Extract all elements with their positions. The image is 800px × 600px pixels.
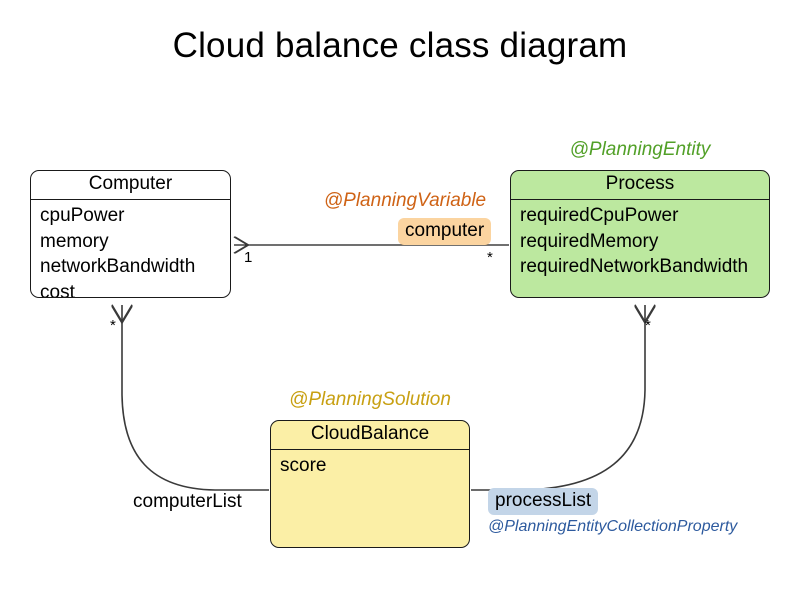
annotation-planning-entity: @PlanningEntity [569, 139, 711, 160]
class-fields-process: requiredCpuPower requiredMemory required… [511, 200, 769, 280]
class-field: score [280, 455, 327, 476]
role-label-processlist: processList [488, 488, 599, 515]
class-field: requiredMemory [520, 230, 659, 252]
class-box-process[interactable]: Process requiredCpuPower requiredMemory … [510, 170, 770, 298]
class-field: memory [40, 230, 109, 252]
class-box-cloudbalance[interactable]: CloudBalance score [270, 420, 470, 548]
page-title: Cloud balance class diagram [172, 26, 628, 65]
edge-cloudbalance-to-computer [122, 305, 269, 491]
role-label-computer: computer [398, 218, 492, 245]
annotation-planning-entity-collection-property: @PlanningEntityCollectionProperty [488, 518, 738, 535]
class-field: requiredNetworkBandwidth [520, 256, 749, 277]
class-box-computer[interactable]: Computer cpuPower memory networkBandwidt… [30, 170, 231, 298]
class-fields-computer: cpuPower memory networkBandwidth cost [31, 200, 230, 298]
edge-cloudbalance-to-process [471, 305, 645, 491]
class-field: requiredCpuPower [520, 205, 679, 226]
annotation-planning-solution: @PlanningSolution [289, 389, 451, 410]
multiplicity-processlist-end: * [645, 317, 651, 334]
class-field: networkBandwidth [40, 256, 196, 277]
class-name-process: Process [511, 171, 769, 200]
role-label-computerlist: computerList [133, 491, 242, 512]
class-field: cost [40, 281, 75, 298]
multiplicity-computerlist-end: * [110, 317, 116, 334]
class-field: cpuPower [40, 205, 125, 226]
multiplicity-computer-end: 1 [244, 249, 253, 266]
class-name-computer: Computer [31, 171, 230, 200]
class-name-cloudbalance: CloudBalance [271, 421, 469, 450]
class-fields-cloudbalance: score [271, 450, 469, 479]
multiplicity-process-end: * [487, 249, 493, 266]
annotation-planning-variable: @PlanningVariable [323, 190, 487, 211]
